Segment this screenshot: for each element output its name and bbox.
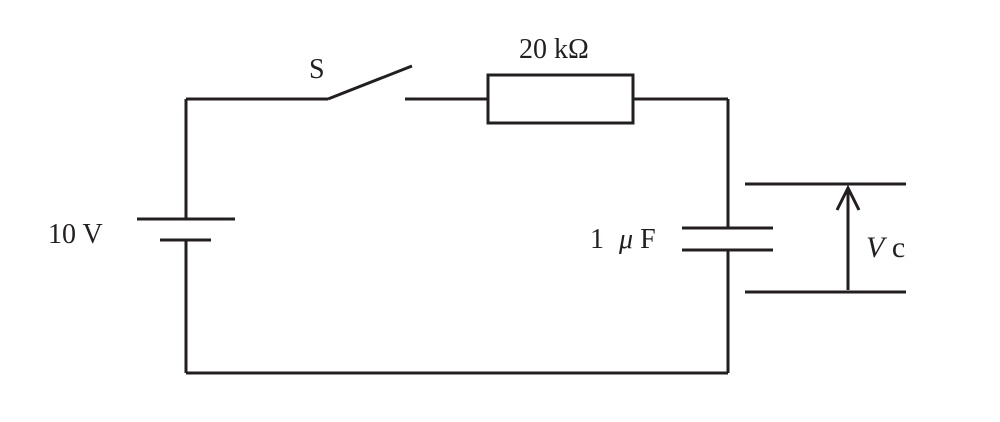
voltage-label: V c bbox=[866, 231, 905, 264]
resistor-label: 20 kΩ bbox=[519, 34, 589, 65]
resistor-body bbox=[486, 73, 635, 125]
capacitor: 1 μ F bbox=[590, 224, 773, 255]
capacitor-label: 1 μ F bbox=[590, 224, 656, 255]
voltage-label-symbol: V bbox=[866, 231, 888, 264]
voltage-arrow-head-icon bbox=[835, 184, 861, 211]
wires bbox=[184, 97, 730, 375]
battery: 10 V bbox=[48, 217, 235, 250]
capacitor-label-number: 1 bbox=[590, 224, 604, 255]
voltage-indicator: V c bbox=[745, 182, 906, 294]
voltage-label-subscript: c bbox=[892, 231, 905, 264]
battery-label: 10 V bbox=[48, 219, 103, 250]
switch-blade bbox=[327, 64, 413, 101]
resistor: 20 kΩ bbox=[486, 34, 635, 125]
capacitor-label-mu: μ bbox=[618, 224, 633, 255]
capacitor-label-unit: F bbox=[640, 224, 656, 255]
switch-label: S bbox=[309, 54, 325, 85]
switch: S bbox=[309, 54, 413, 101]
